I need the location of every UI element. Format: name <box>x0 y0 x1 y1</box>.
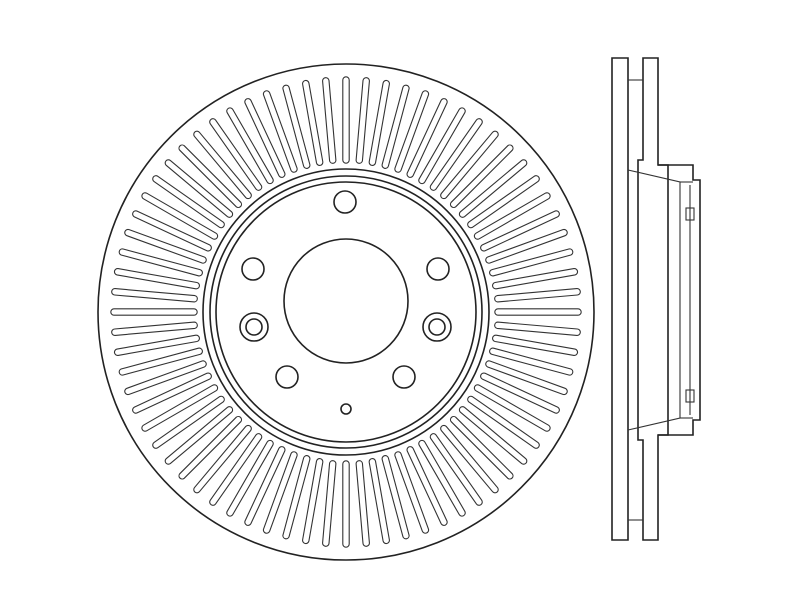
cooling-slot <box>152 175 225 229</box>
hat-inner-ring <box>209 175 483 449</box>
cooling-slot <box>394 90 430 173</box>
cooling-slot <box>429 118 483 191</box>
inboard-plate-section <box>637 57 669 541</box>
cooling-slot <box>118 248 203 277</box>
cooling-slot <box>467 395 540 449</box>
cooling-slot <box>489 248 574 277</box>
cooling-slots <box>110 76 582 548</box>
cooling-slot <box>406 446 448 526</box>
cooling-slot <box>473 192 551 240</box>
cooling-slot <box>110 308 198 316</box>
threaded-hole-outer <box>422 312 452 342</box>
threaded-hole-outer <box>239 312 269 342</box>
threaded-hole-inner <box>245 318 263 336</box>
cooling-slot <box>485 360 568 396</box>
cooling-slot <box>440 424 499 494</box>
cooling-slot <box>492 334 579 356</box>
cooling-slot <box>226 107 274 185</box>
cooling-slot <box>381 84 410 169</box>
cooling-slot <box>226 439 274 517</box>
front-view <box>97 63 595 561</box>
cooling-slot <box>429 433 483 506</box>
cooling-slot <box>141 384 219 432</box>
cooling-slot <box>494 308 582 316</box>
cooling-slot <box>244 98 286 178</box>
cooling-slot <box>473 384 551 432</box>
bolt-hole <box>333 190 357 214</box>
cooling-slot <box>209 433 263 506</box>
cooling-slot <box>368 458 390 545</box>
cooling-slot <box>111 321 198 336</box>
hat-section <box>658 164 701 436</box>
cooling-slot <box>494 321 581 336</box>
cooling-slot <box>132 210 212 252</box>
cooling-slot <box>118 347 203 376</box>
cooling-slot <box>164 406 234 465</box>
cooling-slot <box>282 84 311 169</box>
cooling-slot <box>489 347 574 376</box>
cooling-slot <box>467 175 540 229</box>
cooling-slot <box>152 395 225 449</box>
disc-outer-edge <box>97 63 595 561</box>
cooling-slot <box>132 372 212 414</box>
cooling-slot <box>244 446 286 526</box>
bolt-hole <box>426 257 450 281</box>
cooling-slot <box>302 79 324 166</box>
cooling-slot <box>193 424 252 494</box>
hat-face-ring <box>215 181 477 443</box>
cooling-slot <box>355 77 370 164</box>
cooling-slot <box>113 334 200 356</box>
cooling-slot <box>440 130 499 200</box>
side-view-section <box>611 57 701 541</box>
cooling-slot <box>449 415 514 480</box>
cooling-slot <box>492 268 579 290</box>
hat-outer-ring <box>202 168 490 456</box>
cooling-slot <box>164 159 234 218</box>
cooling-slot <box>458 159 528 218</box>
center-bore <box>283 238 409 364</box>
cooling-slot <box>394 451 430 534</box>
cooling-slot <box>302 458 324 545</box>
cooling-slot <box>418 439 466 517</box>
cooling-slot <box>406 98 448 178</box>
cooling-slot <box>111 288 198 303</box>
cooling-slot <box>368 79 390 166</box>
cooling-slot <box>494 288 581 303</box>
bolt-hole <box>241 257 265 281</box>
cooling-slot <box>485 228 568 264</box>
cooling-slot <box>282 455 311 540</box>
hat-inner-wall <box>627 169 681 431</box>
cooling-slot <box>480 210 560 252</box>
cooling-slot <box>262 90 298 173</box>
bolt-holes <box>241 190 450 389</box>
cooling-slot <box>209 118 263 191</box>
cooling-slot <box>322 460 337 547</box>
cooling-slot <box>322 77 337 164</box>
cooling-slot <box>178 144 243 209</box>
bolt-hole <box>392 365 416 389</box>
outboard-plate-section <box>611 57 629 541</box>
cooling-slot <box>480 372 560 414</box>
cooling-slot <box>449 144 514 209</box>
cooling-slot <box>355 460 370 547</box>
cooling-slot <box>178 415 243 480</box>
threaded-holes <box>239 312 452 342</box>
locating-pin-mark <box>340 403 352 415</box>
cooling-slot <box>262 451 298 534</box>
bolt-hole <box>275 365 299 389</box>
cooling-slot <box>342 76 350 164</box>
cooling-slot <box>458 406 528 465</box>
cooling-slot <box>141 192 219 240</box>
cooling-slot <box>124 228 207 264</box>
cooling-slot <box>113 268 200 290</box>
cooling-slot <box>418 107 466 185</box>
threaded-hole-inner <box>428 318 446 336</box>
cooling-slot <box>124 360 207 396</box>
cooling-slot <box>193 130 252 200</box>
cooling-slot <box>342 460 350 548</box>
cooling-slot <box>381 455 410 540</box>
